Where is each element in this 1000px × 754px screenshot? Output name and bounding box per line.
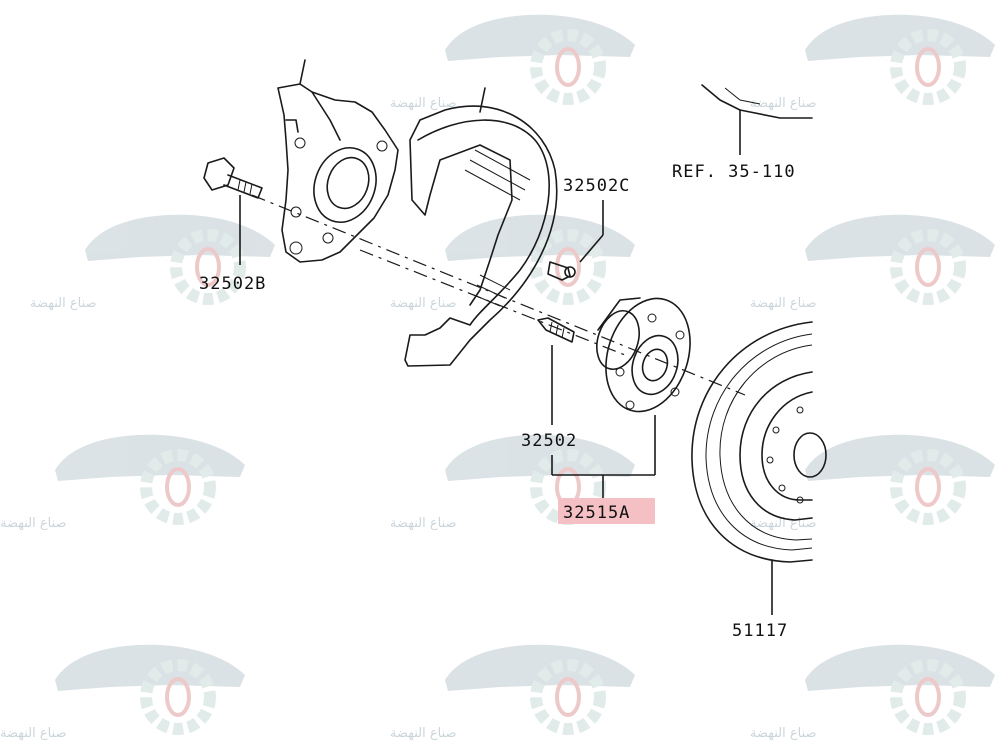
watermark-logo: صناع النهضة (750, 644, 995, 741)
watermark-text: صناع النهضة (0, 516, 67, 531)
watermark-text: صناع النهضة (390, 96, 457, 111)
watermark-text: صناع النهضة (30, 296, 97, 311)
watermark-logo: صناع النهضة (750, 434, 995, 531)
watermark-text: صناع النهضة (390, 516, 457, 531)
label-knuckle-bolt: 32502B (199, 274, 266, 294)
watermark-logo: صناع النهضة (0, 644, 245, 741)
highlight-box (558, 498, 655, 524)
reference-fragment-drawing (701, 84, 813, 155)
label-hub-bolt: 32502 (521, 431, 577, 451)
watermark-text: صناع النهضة (390, 296, 457, 311)
watermark-logo: صناع النهضة (390, 644, 635, 741)
label-brake-disc: 51117 (732, 621, 788, 641)
watermark-text: صناع النهضة (750, 296, 817, 311)
knuckle-bolt-drawing (203, 157, 263, 265)
label-shield-screw: 32502C (563, 176, 630, 196)
watermark-text: صناع النهضة (750, 96, 817, 111)
watermark-logo: صناع النهضة (390, 214, 635, 311)
label-reference: REF. 35-110 (672, 162, 796, 182)
watermark-logo: صناع النهضة (30, 214, 275, 311)
watermark-logo: صناع النهضة (0, 434, 245, 531)
watermark-logo: صناع النهضة (390, 14, 635, 111)
label-hub-assembly: 32515A (563, 503, 630, 523)
hub-bolt-drawing (537, 317, 575, 425)
dust-shield-drawing (404, 87, 558, 367)
hub-assembly-drawing (551, 297, 691, 500)
watermark-text: صناع النهضة (0, 726, 67, 741)
watermark-layer: صناع النهضة صناع النهضة صناع النهضة صناع ال… (0, 14, 995, 741)
watermark-text: صناع النهضة (390, 726, 457, 741)
brake-disc-drawing (691, 321, 827, 615)
steering-knuckle-drawing (277, 59, 399, 263)
watermark-logo: صناع النهضة (750, 14, 995, 111)
watermark-logo: صناع النهضة (750, 214, 995, 311)
shield-screw-drawing (547, 200, 604, 281)
watermark-text: صناع النهضة (750, 726, 817, 741)
